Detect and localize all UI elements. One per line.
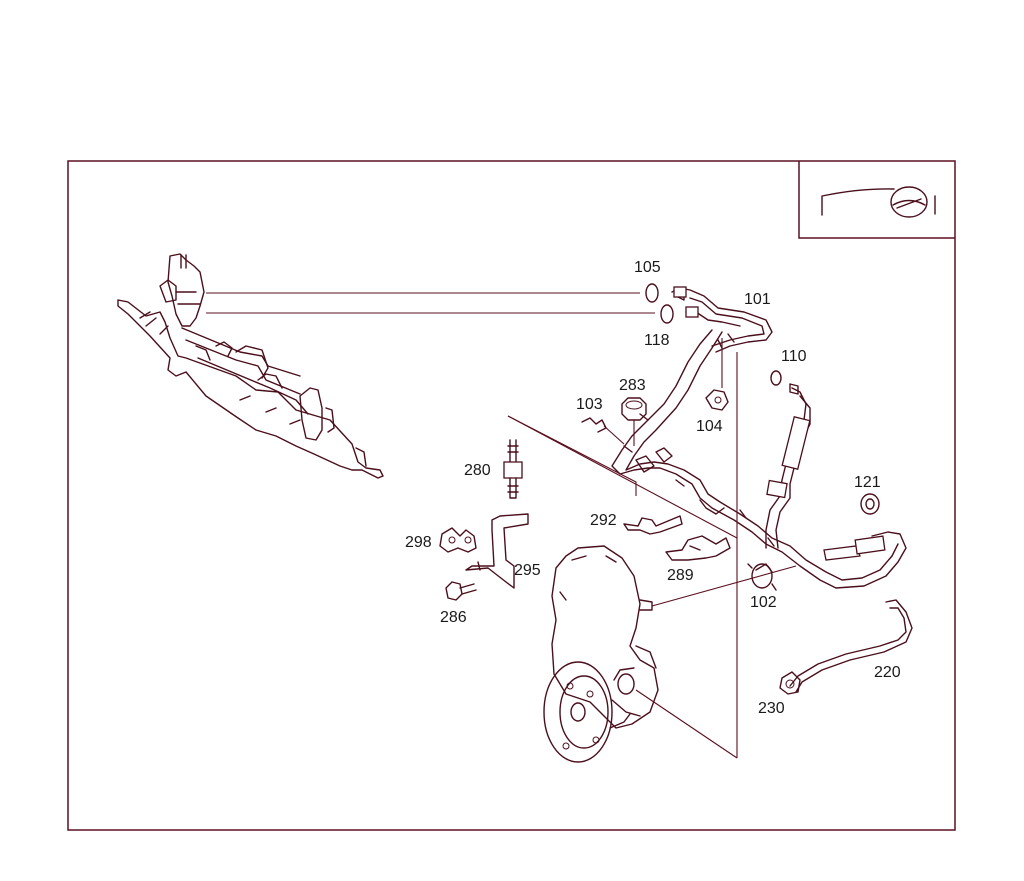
grommet-121 (860, 493, 880, 515)
clip-103 (581, 417, 607, 433)
callout-102: 102 (750, 594, 777, 611)
power-steering-pump (543, 545, 659, 763)
callout-121: 121 (854, 474, 881, 491)
pipe-fitting (823, 535, 886, 561)
stud-280 (503, 439, 523, 499)
clamp-102 (747, 563, 777, 591)
hose-220 (789, 599, 913, 693)
callout-289: 289 (667, 567, 694, 584)
return-hose (765, 383, 811, 549)
bracket-292 (623, 515, 683, 535)
callout-295: 295 (514, 562, 541, 579)
clamp-230 (779, 671, 801, 695)
callout-280: 280 (464, 462, 491, 479)
callout-286: 286 (440, 609, 467, 626)
steering-wheel-icon (798, 161, 955, 239)
callout-101: 101 (744, 291, 771, 308)
callout-110: 110 (781, 348, 807, 365)
callout-103: 103 (576, 396, 603, 413)
bolt-286 (445, 581, 477, 601)
callout-298: 298 (405, 534, 432, 551)
o-ring-118 (660, 304, 674, 324)
pressure-line-101 (611, 286, 907, 589)
callout-104: 104 (696, 418, 723, 435)
callout-105: 105 (634, 259, 661, 276)
o-ring-110 (770, 370, 782, 386)
o-ring-105 (645, 283, 659, 303)
bracket-289 (665, 535, 731, 561)
clip-298 (439, 527, 477, 553)
callout-118: 118 (644, 332, 670, 349)
nut-283 (621, 397, 647, 421)
callout-230: 230 (758, 700, 785, 717)
callout-283: 283 (619, 377, 646, 394)
callout-220: 220 (874, 664, 901, 681)
diagram-frame (67, 160, 956, 831)
steering-gear-rack (117, 253, 384, 479)
callout-292: 292 (590, 512, 617, 529)
bracket-295 (465, 513, 529, 589)
flange-104 (705, 389, 729, 411)
